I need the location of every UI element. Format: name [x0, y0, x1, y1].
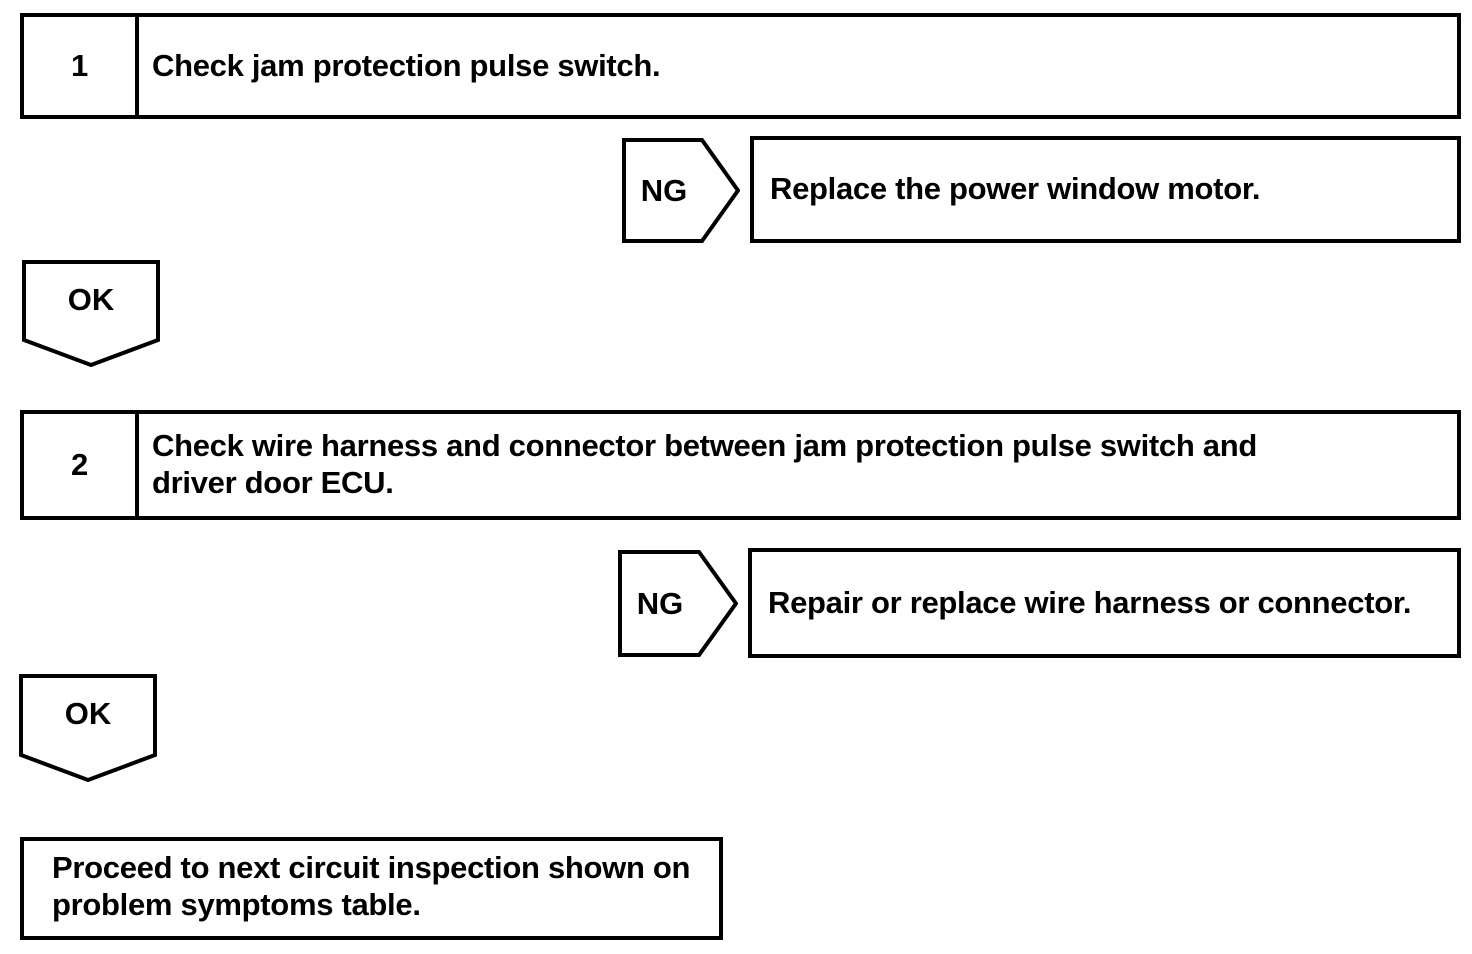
terminal-text-line: Proceed to next circuit inspection shown… — [52, 850, 691, 885]
step-2-instruction-line: Check wire harness and connector between… — [152, 428, 1258, 464]
step-1-number-cell: 1 — [24, 17, 139, 115]
step-2-ok-label: OK — [64, 696, 112, 731]
step-1-ng-label: NG — [640, 172, 688, 208]
ok-pentagon-down-icon — [19, 674, 157, 782]
step-1-ng-arrow: NG — [622, 138, 740, 243]
step-2-box: 2 Check wire harness and connector betwe… — [20, 410, 1461, 520]
step-2-ng-action-box: Repair or replace wire harness or connec… — [748, 548, 1461, 658]
step-2-ng-label: NG — [636, 585, 684, 621]
step-1-ok-label: OK — [67, 282, 115, 317]
ng-pentagon-right-icon — [618, 550, 738, 657]
terminal-box: Proceed to next circuit inspection shown… — [20, 837, 723, 940]
step-2-ng-arrow: NG — [618, 550, 738, 657]
step-1-ng-action-line: Replace the power window motor. — [770, 171, 1261, 207]
step-2-instruction: Check wire harness and connector between… — [139, 414, 1457, 516]
step-2-number: 2 — [71, 447, 88, 482]
step-1-box: 1 Check jam protection pulse switch. — [20, 13, 1461, 119]
terminal-text-line: problem symptoms table. — [52, 886, 421, 922]
ok-pentagon-down-icon — [22, 260, 160, 367]
step-1-ng-action-box: Replace the power window motor. — [750, 136, 1461, 243]
ng-pentagon-right-icon — [622, 138, 740, 243]
step-1-number: 1 — [71, 48, 88, 83]
step-2-number-cell: 2 — [24, 414, 139, 516]
step-2-ok-arrow: OK — [19, 674, 157, 782]
step-2-ng-action-line: Repair or replace wire harness or connec… — [768, 584, 1412, 620]
step-1-instruction-line: Check jam protection pulse switch. — [152, 47, 661, 83]
step-2-instruction-line: driver door ECU. — [152, 465, 394, 500]
step-1-instruction: Check jam protection pulse switch. — [139, 17, 1457, 115]
step-1-ok-arrow: OK — [22, 260, 160, 367]
